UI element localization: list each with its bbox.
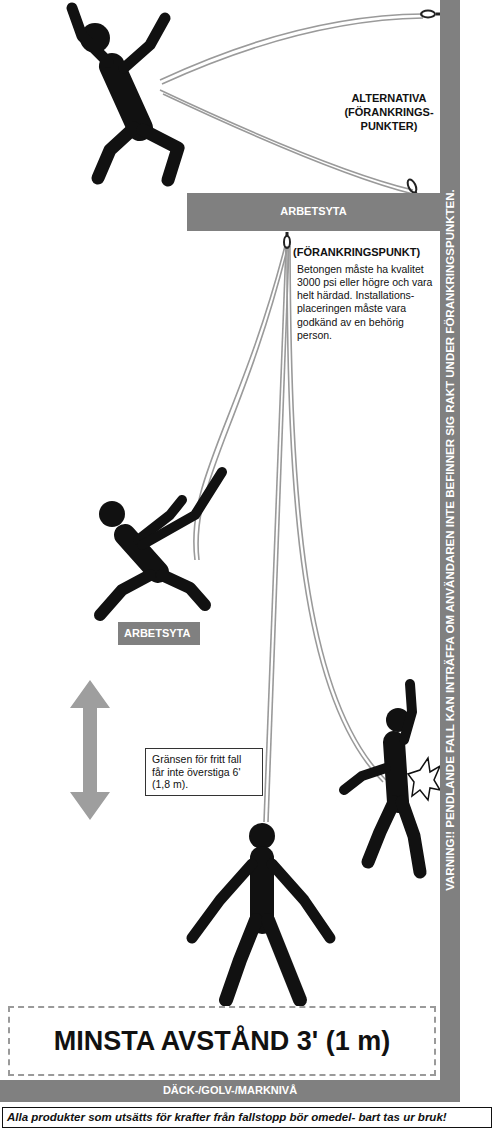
lanyards [160,14,423,822]
swinging-figure [344,684,420,872]
lanyard [194,246,285,560]
node-label: ARBETSYTA [280,205,346,218]
free-fall-arrow [70,680,110,820]
lanyard [268,246,289,822]
lanyard [160,90,413,190]
node-label: DÄCK-/GOLV-/MARKNIVÅ [163,1084,297,1097]
anchor-callout: (FÖRANKRINGSPUNKT) [293,246,438,260]
climbing-figure [72,8,178,180]
falling-figure [99,472,222,615]
minimum-distance-box: MINSTA AVSTÅND 3' (1 m) [8,1006,436,1076]
work-surface: ARBETSYTA [187,193,440,231]
caption: Alla produkter som utsätts för krafter f… [2,1107,492,1128]
impact-burst [408,758,440,800]
lanyard [198,246,288,560]
ground-level-bar: DÄCK-/GOLV-/MARKNIVÅ [0,1080,460,1102]
warning-text: VARNING!! PENDLANDE FALL KAN INTRÄFFA OM… [443,0,457,1080]
node-label: Gränsen för fritt fall får inte överstig… [152,753,256,791]
anchor-callout: ALTERNATIVA (FÖRANKRINGS- PUNKTER) [342,92,436,133]
anchor-note: Betongen måste ha kvalitet 3000 psi elle… [297,263,437,342]
standing-figure [192,823,330,1000]
lanyard [160,14,423,80]
lanyard [162,18,423,84]
work-surface: ARBETSYTA [118,622,200,645]
figures [72,8,420,1000]
warning-band: VARNING!! PENDLANDE FALL KAN INTRÄFFA OM… [440,0,460,1080]
lanyard [264,246,286,822]
free-fall-note: Gränsen för fritt fall får inte överstig… [145,748,263,796]
node-label: MINSTA AVSTÅND 3' (1 m) [54,1025,390,1057]
node-label: ARBETSYTA [124,627,190,640]
